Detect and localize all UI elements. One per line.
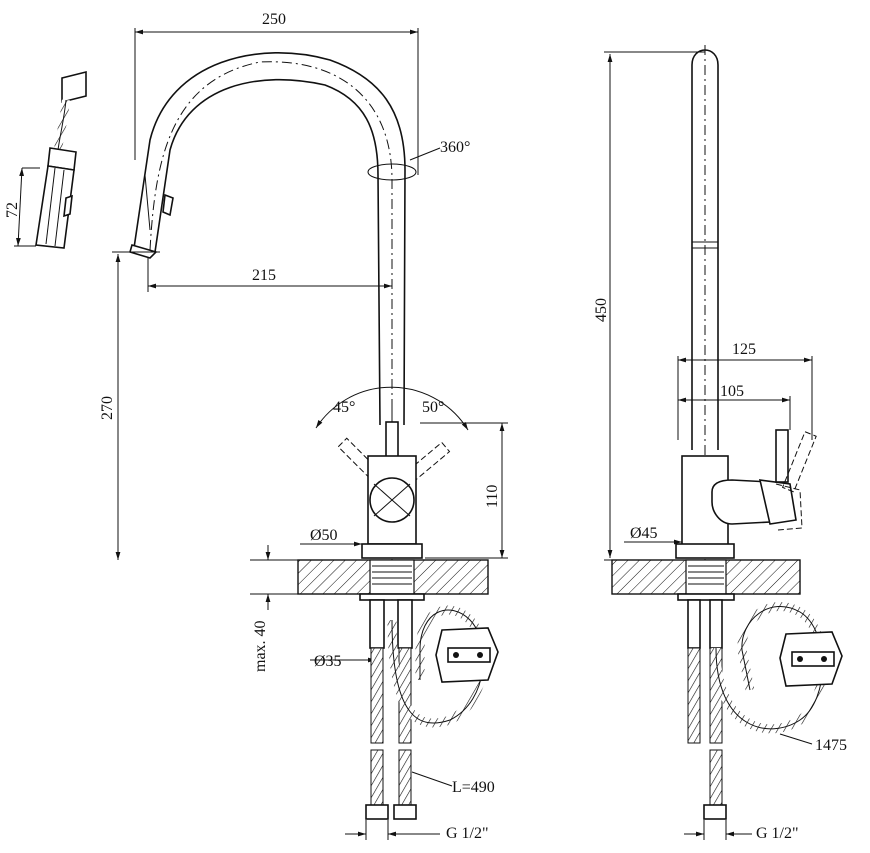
front-view: 250 360° 215 270 45° 50° bbox=[99, 11, 508, 842]
side-view: 450 125 105 Ø45 bbox=[593, 45, 847, 842]
height-spout-label: 270 bbox=[99, 396, 116, 420]
hose-length-label: L=490 bbox=[452, 779, 495, 796]
front-connection-label: G 1/2" bbox=[446, 825, 489, 842]
max-thickness-label: max. 40 bbox=[252, 620, 269, 672]
lever-left-label: 45° bbox=[333, 399, 355, 416]
thread-diameter-label: Ø35 bbox=[314, 653, 342, 670]
side-base-diameter-label: Ø45 bbox=[630, 525, 658, 542]
reach-label: 215 bbox=[252, 267, 276, 284]
swivel-label: 360° bbox=[440, 139, 470, 156]
body-height-label: 110 bbox=[484, 485, 501, 508]
handshower-length-label: 72 bbox=[4, 202, 21, 218]
side-height-label: 450 bbox=[593, 298, 610, 322]
width-top-label: 250 bbox=[262, 11, 286, 28]
base-diameter-label: Ø50 bbox=[310, 527, 338, 544]
side-depth-label: 125 bbox=[732, 341, 756, 358]
side-depth-body-label: 105 bbox=[720, 383, 744, 400]
lever-right-label: 50° bbox=[422, 399, 444, 416]
pullout-hose-label: 1475 bbox=[815, 737, 847, 754]
side-connection-label: G 1/2" bbox=[756, 825, 799, 842]
handshower-detail: 72 bbox=[4, 70, 87, 249]
